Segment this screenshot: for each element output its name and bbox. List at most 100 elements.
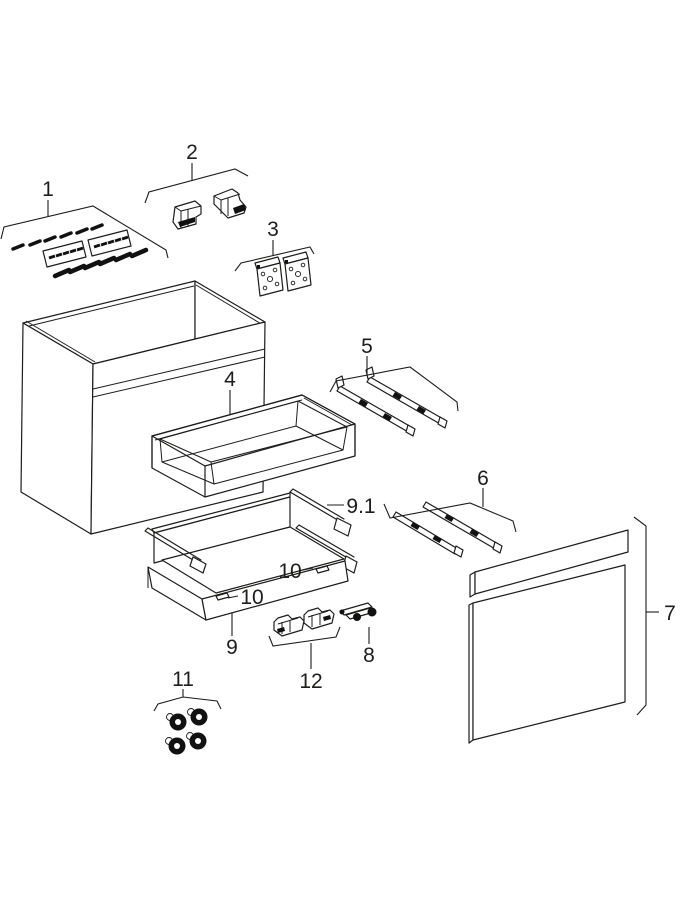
drawer9-left-rail-cap <box>189 556 207 574</box>
bracket-7 <box>633 516 647 716</box>
bracket-3 <box>234 246 315 272</box>
callout-5: 5 <box>361 335 373 358</box>
rail-holes <box>469 529 479 537</box>
callout-6: 6 <box>477 467 489 490</box>
rail-9-1-body <box>289 488 345 523</box>
callout-4: 4 <box>224 368 236 391</box>
screw <box>67 263 87 275</box>
drawer-rails-5 <box>335 366 448 437</box>
clip-body <box>172 200 202 230</box>
callout-11: 11 <box>172 668 194 691</box>
bracket-12 <box>268 626 341 647</box>
drawer9-right-wall-top <box>295 524 355 561</box>
rail-9-1-cap <box>333 517 352 537</box>
strip-slots <box>48 246 84 260</box>
rail-hook <box>335 375 345 389</box>
drawer4-vertical-edges <box>151 423 356 498</box>
cover-caps-11 <box>165 708 208 755</box>
front-panel-7 <box>468 529 629 744</box>
plate-hole <box>260 271 266 277</box>
rail-holes <box>410 522 420 530</box>
panel-strip-edge <box>469 571 476 598</box>
plate-hole <box>300 262 306 268</box>
drawer9-left-rail <box>144 527 202 564</box>
dowel-pin <box>11 243 25 251</box>
inner-drawer-frame-4 <box>151 394 356 498</box>
clips-12 <box>273 607 335 637</box>
plate-hole <box>302 276 308 282</box>
clip-10 <box>215 592 230 601</box>
panel-top-strip <box>474 529 629 595</box>
rail-end <box>405 424 416 437</box>
leader-10-right <box>302 567 314 571</box>
drawer4-inner-corners <box>159 400 348 485</box>
callout-1: 1 <box>42 178 54 201</box>
bracket-5 <box>329 366 459 412</box>
hardware-kit-1 <box>11 223 149 279</box>
callout-8: 8 <box>363 644 375 667</box>
callout-9: 9 <box>226 636 238 659</box>
cabinet-rail-gap <box>92 356 266 398</box>
cabinet-right-edge-line <box>195 284 264 326</box>
screw <box>113 251 133 263</box>
dowel-pin <box>75 227 89 235</box>
screw <box>52 267 72 279</box>
callout-10-left: 10 <box>240 586 263 609</box>
callout-9-1: 9.1 <box>346 495 375 518</box>
screw <box>97 255 117 267</box>
lever-screw-head <box>367 607 377 617</box>
lever-screw-head <box>353 613 361 621</box>
cabinet-rail-bottom <box>92 348 266 390</box>
rail-holes <box>416 406 426 414</box>
plate-fastener <box>285 260 288 263</box>
clip-dark <box>323 615 331 621</box>
clip-set-2 <box>172 188 247 230</box>
callout-2: 2 <box>186 141 198 164</box>
clip-dark-base <box>178 217 195 227</box>
clip-10 <box>315 565 330 574</box>
drawer-rails-6 <box>392 501 503 558</box>
dowel-pin <box>28 239 42 247</box>
rail-end <box>437 416 448 429</box>
clip-dark-arm <box>233 204 246 214</box>
callout-10-right: 10 <box>278 560 301 583</box>
rail-hook <box>365 366 375 380</box>
bracket-1 <box>0 205 169 259</box>
clip-dark <box>277 627 285 633</box>
callout-labels: 1 2 3 4 5 6 7 8 9 9.1 10 10 11 12 <box>42 141 676 693</box>
plate-hole <box>290 280 296 286</box>
dowel-pin <box>90 223 104 231</box>
cabinet-body <box>20 280 266 535</box>
mounting-plates-3 <box>254 251 312 297</box>
rail-holes <box>444 514 454 522</box>
rail-holes <box>382 413 392 421</box>
plate-center-hole <box>294 270 302 278</box>
rail-holes <box>392 392 402 400</box>
rail-end <box>492 541 503 554</box>
cabinet-left-top-edge <box>25 320 96 363</box>
plate-center-hole <box>266 275 274 283</box>
gallery-rail-9-1 <box>289 488 352 537</box>
rail-holes <box>358 399 368 407</box>
drawer4-rim-cap <box>154 397 353 441</box>
screw <box>129 247 149 259</box>
dowel-pin <box>43 235 57 243</box>
screw <box>82 259 102 271</box>
cabinet-back-edge-line <box>24 285 195 328</box>
plate-hole <box>274 281 280 287</box>
lever-pin <box>339 609 345 615</box>
leader-10-left <box>227 595 239 599</box>
strip-slots <box>93 235 129 249</box>
clip-body <box>213 188 247 219</box>
lever-8 <box>339 602 377 621</box>
callout-7: 7 <box>664 602 676 625</box>
callout-brackets <box>0 163 659 716</box>
plate-hole <box>288 266 294 272</box>
plate-fastener <box>257 265 260 268</box>
rail-holes <box>432 535 442 543</box>
bracket-11 <box>153 696 222 712</box>
cap-center <box>174 743 180 749</box>
drawer-box-9 <box>144 492 358 621</box>
